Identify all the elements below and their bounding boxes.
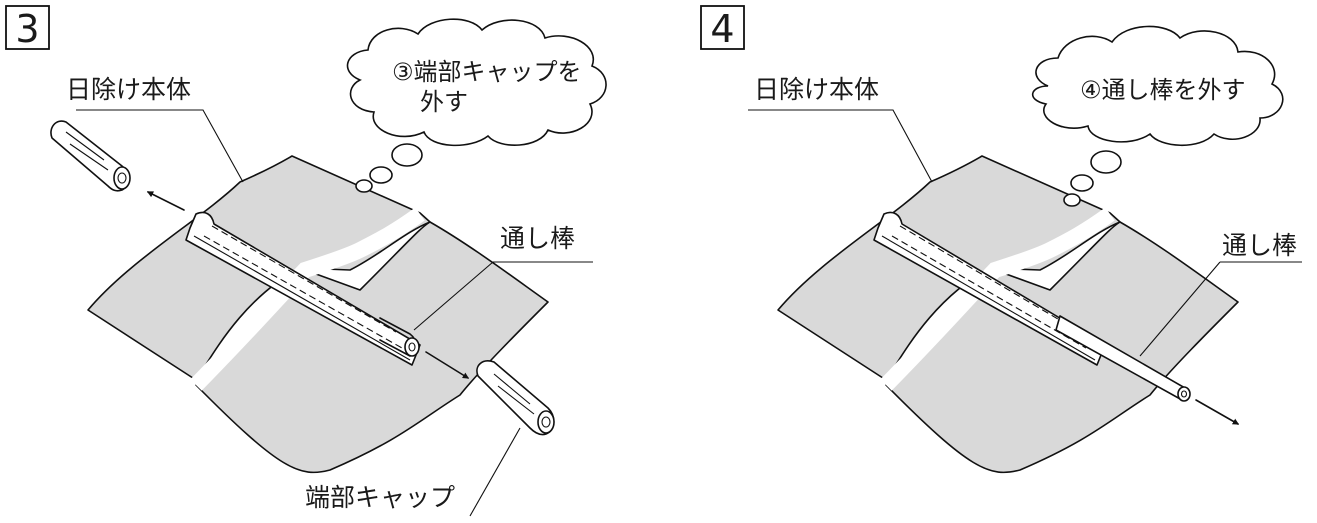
rod-pulled-out [1055,315,1191,402]
label-rod-3: 通し棒 [500,224,575,253]
leader-rod-3 [413,261,593,331]
step-4-box [700,5,745,50]
panel-step-3: 3 [5,5,607,517]
thought-bubble-4 [1031,25,1284,146]
leader-rod-4 [1139,261,1302,357]
step-3-number: 3 [15,7,39,51]
label-end-cap: 端部キャップ [305,483,455,512]
leader-cap [469,427,521,517]
end-cap-right [476,360,555,436]
label-body-3: 日除け本体 [66,75,191,104]
leader-body-4 [748,109,933,183]
bubble-3-line1: ③端部キャップを [392,58,582,86]
label-rod-4: 通し棒 [1222,231,1297,260]
bubble-4-line1: ④通し棒を外す [1080,76,1246,104]
arrow-cap-right [425,351,470,379]
step-4-number: 4 [710,7,734,51]
arrow-rod-out [1195,399,1240,425]
bubble-3-line2: 外す [420,88,468,116]
arrow-cap-left [146,191,185,211]
thought-bubble-3 [346,18,607,147]
step-3-box [5,5,50,50]
label-body-4: 日除け本体 [754,75,879,104]
leader-body-3 [76,109,244,183]
panel-step-4: 4 ④通し棒を外す 日除け本体 通し棒 [700,5,1302,474]
end-cap-left [50,120,131,192]
